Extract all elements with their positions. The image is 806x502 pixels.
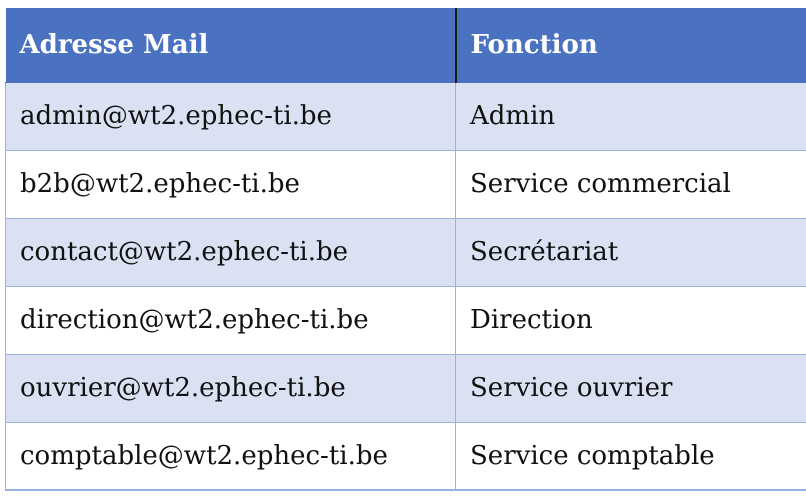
table-row: direction@wt2.ephec-ti.be Direction [5, 285, 806, 355]
header-email: Adresse Mail [5, 8, 457, 83]
cell-function: Direction [455, 285, 806, 355]
header-function: Fonction [455, 8, 806, 83]
cell-email: contact@wt2.ephec-ti.be [5, 217, 456, 287]
cell-function: Service commercial [455, 149, 806, 219]
table-row: ouvrier@wt2.ephec-ti.be Service ouvrier [5, 353, 806, 423]
cell-email: admin@wt2.ephec-ti.be [5, 81, 456, 151]
cell-email: b2b@wt2.ephec-ti.be [5, 149, 456, 219]
table-header: Adresse Mail Fonction [5, 8, 806, 83]
table-row: b2b@wt2.ephec-ti.be Service commercial [5, 149, 806, 219]
email-function-table: Adresse Mail Fonction admin@wt2.ephec-ti… [5, 8, 806, 491]
header-row: Adresse Mail Fonction [5, 8, 806, 83]
cell-function: Service comptable [455, 421, 806, 491]
table-body: admin@wt2.ephec-ti.be Admin b2b@wt2.ephe… [5, 81, 806, 491]
cell-function: Service ouvrier [455, 353, 806, 423]
cell-function: Admin [455, 81, 806, 151]
cell-email: ouvrier@wt2.ephec-ti.be [5, 353, 456, 423]
table-row: comptable@wt2.ephec-ti.be Service compta… [5, 421, 806, 491]
cell-email: comptable@wt2.ephec-ti.be [5, 421, 456, 491]
table-row: contact@wt2.ephec-ti.be Secrétariat [5, 217, 806, 287]
cell-function: Secrétariat [455, 217, 806, 287]
cell-email: direction@wt2.ephec-ti.be [5, 285, 456, 355]
table-row: admin@wt2.ephec-ti.be Admin [5, 81, 806, 151]
